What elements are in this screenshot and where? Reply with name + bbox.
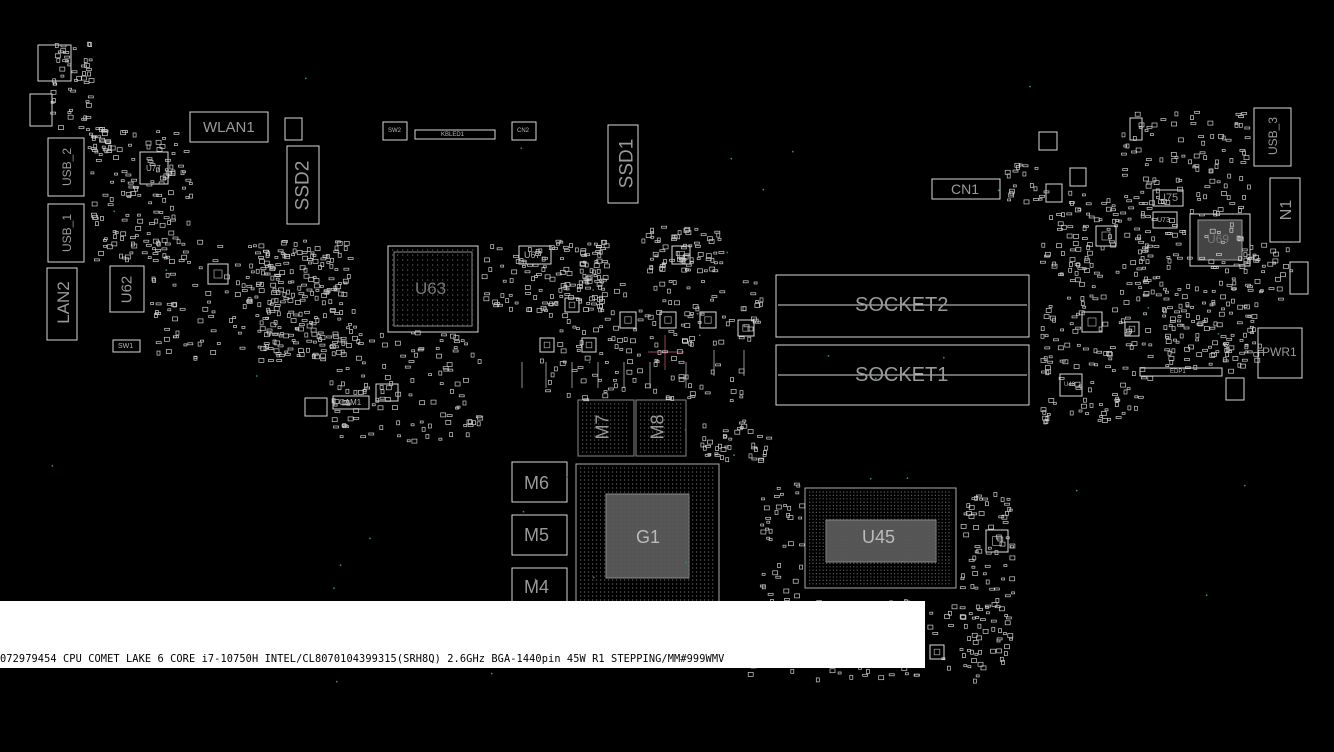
label-wlan1: WLAN1 [203,119,255,136]
label-socket1: SOCKET1 [855,364,949,386]
label-u77: U77 [146,164,161,173]
label-edp1: EDP1 [1170,369,1186,375]
label-kbled1: KBLED1 [441,132,465,138]
label-n1: N1 [1278,199,1296,221]
label-pwr1: PWR1 [1262,345,1297,359]
label-u45: U45 [862,527,896,547]
label-sw1: SW1 [118,343,134,350]
label-u75: U75 [1158,192,1179,204]
label-u73: U73 [1157,217,1170,224]
label-m4: M4 [524,577,550,597]
label-u62: U62 [118,275,136,304]
label-cn2: CN2 [517,128,530,134]
label-cn1: CN1 [951,181,980,197]
label-cam1: CAM1 [339,398,362,407]
label-socket2: SOCKET2 [855,294,949,316]
label-u67: U67 [524,250,541,260]
label-m5: M5 [524,525,550,545]
label-usb1: USB_1 [60,213,75,253]
component-info-tooltip: 072979454 CPU COMET LAKE 6 CORE i7-10750… [0,601,925,668]
label-ssd1: SSD1 [616,138,638,189]
component-info-text: 072979454 CPU COMET LAKE 6 CORE i7-10750… [0,653,725,665]
label-g1: G1 [636,527,661,547]
label-m6: M6 [524,473,550,493]
label-m7: M7 [592,414,613,440]
label-m8: M8 [647,414,668,440]
label-ssd2: SSD2 [292,160,314,211]
label-usb2: USB_2 [60,147,75,187]
label-usb3: USB_3 [1266,116,1281,156]
label-lan2: LAN2 [53,281,73,324]
label-sw2: SW2 [388,128,402,134]
label-u48: U48 [1064,382,1076,388]
label-u69: U69 [1207,232,1230,246]
label-u63: U63 [415,279,447,298]
